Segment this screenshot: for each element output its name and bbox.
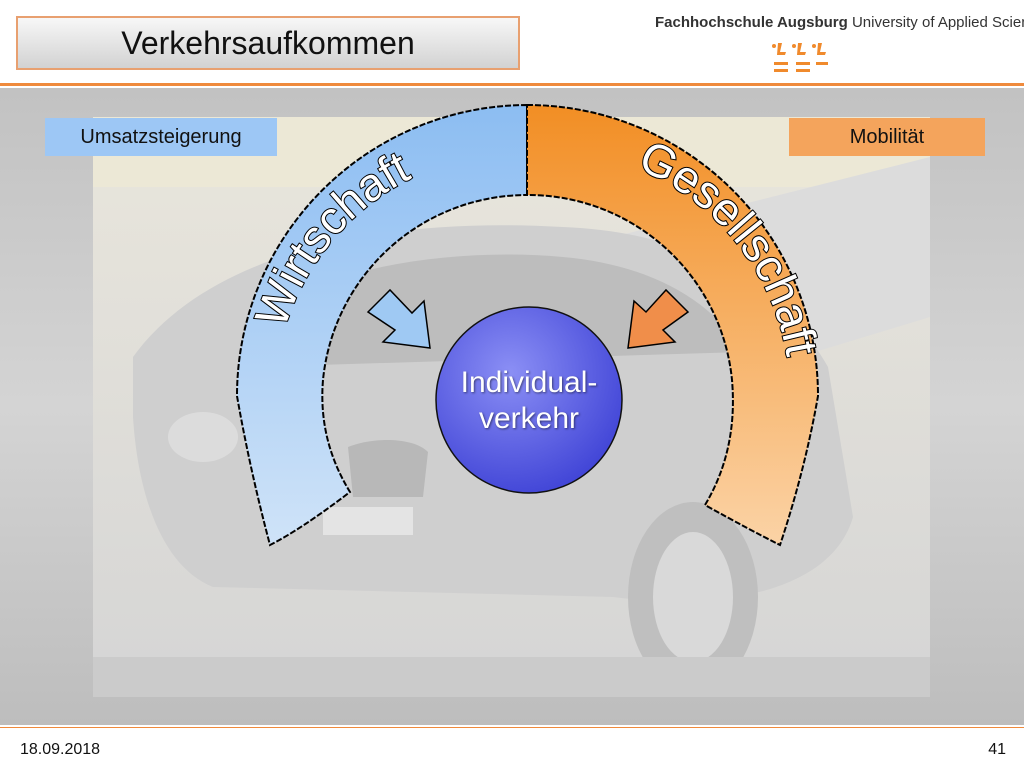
page-number: 41 — [988, 741, 1006, 758]
university-name: Fachhochschule Augsburg University of Ap… — [655, 14, 1024, 31]
footer-divider — [0, 727, 1024, 728]
mobilitaet-label: Mobilität — [789, 118, 985, 156]
orange-arrow-icon — [627, 288, 690, 349]
umsatzsteigerung-text: Umsatzsteigerung — [80, 125, 242, 148]
slide-title: Verkehrsaufkommen — [121, 24, 415, 61]
slide-title-box: Verkehrsaufkommen — [16, 16, 520, 70]
umsatzsteigerung-label: Umsatzsteigerung — [45, 118, 277, 156]
university-name-rest: University of Applied Sciences — [851, 14, 1024, 31]
individualverkehr-line2: verkehr — [478, 402, 580, 435]
university-logo-icon — [772, 43, 828, 72]
individualverkehr-label: Individual- verkehr — [434, 365, 624, 437]
mobilitaet-text: Mobilität — [849, 125, 925, 148]
gesellschaft-arc — [526, 103, 820, 547]
individualverkehr-circle — [435, 306, 623, 494]
header-divider — [0, 83, 1024, 86]
university-name-bold: Fachhochschule Augsburg — [655, 14, 848, 31]
blue-arrow-icon — [366, 288, 431, 349]
individualverkehr-line1: Individual- — [460, 366, 598, 399]
footer-date: 18.09.2018 — [20, 741, 101, 758]
wirtschaft-arc — [235, 103, 528, 547]
